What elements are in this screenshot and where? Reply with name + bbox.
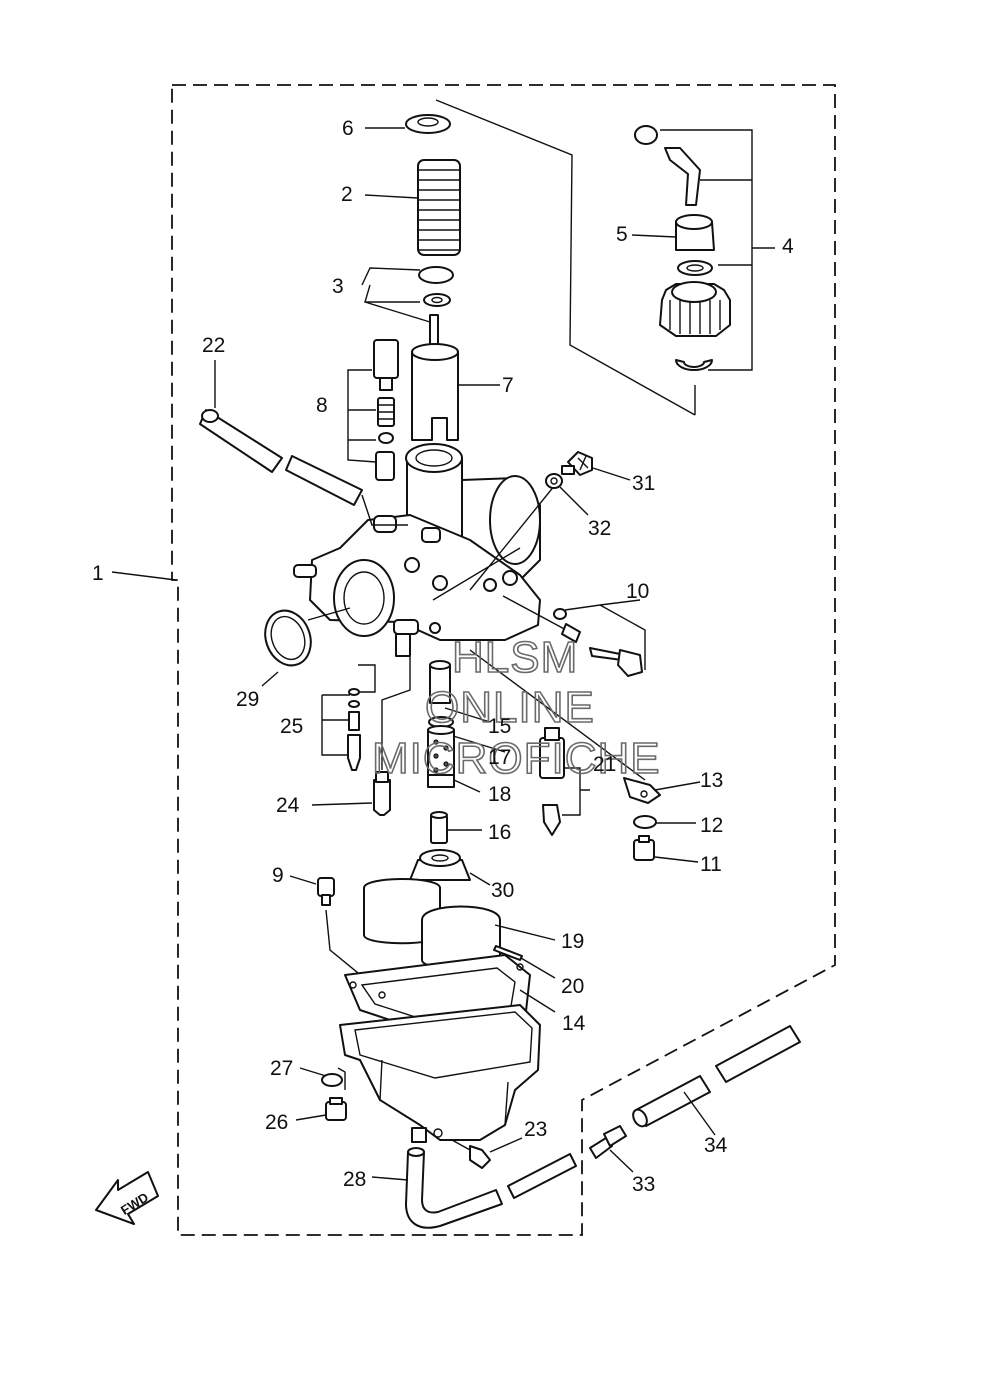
part-34-hose	[632, 1025, 801, 1128]
callout-3: 3	[332, 275, 344, 298]
callout-9: 9	[272, 864, 284, 887]
part-33-fitting	[589, 1125, 627, 1159]
part-20-float-pin	[493, 945, 523, 961]
part-24-pilot-air-jet	[373, 771, 391, 816]
part-2-spring	[417, 159, 461, 256]
callout-31: 31	[632, 472, 655, 495]
callout-25: 25	[280, 715, 303, 738]
part-18-main-nozzle	[427, 725, 455, 788]
float-chamber-bowl	[339, 1004, 541, 1143]
callout-12: 12	[700, 814, 723, 837]
callout-7: 7	[502, 374, 514, 397]
callout-30: 30	[491, 879, 514, 902]
callout-29: 29	[236, 688, 259, 711]
watermark-line-1: HLSM	[452, 633, 578, 682]
part-23-drain-screw	[451, 1139, 491, 1169]
part-28-drain-hose	[405, 1147, 577, 1229]
callout-24: 24	[276, 794, 300, 817]
callout-22: 22	[202, 334, 225, 357]
callout-18: 18	[488, 783, 511, 806]
callout-23: 23	[524, 1118, 547, 1141]
part-27-washer	[321, 1073, 343, 1087]
callout-16: 16	[488, 821, 511, 844]
callout-4: 4	[782, 235, 794, 258]
callout-11: 11	[700, 853, 722, 876]
carburetor-body	[293, 443, 541, 657]
part-21-needle-valve	[539, 727, 565, 836]
callout-6: 6	[342, 117, 354, 140]
callout-19: 19	[561, 930, 584, 953]
callout-34: 34	[704, 1134, 728, 1157]
fwd-arrow-icon: FWD	[95, 1171, 159, 1225]
part-7-throttle-valve	[411, 314, 459, 441]
callout-17: 17	[488, 746, 511, 769]
callout-5: 5	[616, 223, 628, 246]
callout-20: 20	[561, 975, 584, 998]
part-3-clip	[418, 266, 454, 307]
watermark-line-2: ONLINE	[425, 683, 595, 732]
part-10-pilot-screw	[553, 608, 643, 677]
part-15-needle-jet	[429, 660, 451, 704]
callout-8: 8	[316, 394, 328, 417]
callout-21: 21	[593, 753, 616, 776]
part-16-main-jet	[430, 811, 448, 844]
part-29-o-ring	[264, 609, 312, 667]
part-22-vent-hose	[199, 409, 363, 506]
callout-13: 13	[700, 769, 723, 792]
part-32-washer	[545, 473, 563, 489]
callout-32: 32	[588, 517, 611, 540]
part-12-washer	[633, 815, 657, 829]
part-4-mixing-chamber-top	[634, 125, 731, 371]
callout-10: 10	[626, 580, 649, 603]
watermark-line-3: MICROFICHE	[372, 734, 661, 783]
callout-2: 2	[341, 183, 353, 206]
part-6-washer	[405, 114, 451, 134]
part-13-plate	[623, 777, 661, 804]
callout-26: 26	[265, 1111, 288, 1134]
part-19-float	[363, 878, 501, 970]
callout-33: 33	[632, 1173, 655, 1196]
part-31-screw	[561, 451, 593, 476]
callout-27: 27	[270, 1057, 293, 1080]
callout-14: 14	[562, 1012, 586, 1035]
part-8-starter-plunger	[373, 339, 399, 481]
part-26-drain-screw	[325, 1097, 347, 1121]
part-25-pilot-jet	[347, 688, 361, 771]
part-11-screw	[633, 835, 655, 861]
callout-15: 15	[488, 715, 511, 738]
callout-1: 1	[92, 562, 104, 585]
callout-28: 28	[343, 1168, 366, 1191]
part-9-air-screw	[317, 877, 335, 906]
part-30-baffle	[409, 849, 471, 881]
callout-labels: 1 2 3 4 5 6 7 8 9 10 11 12 13 14 15 16 1…	[92, 117, 794, 1196]
watermark: HLSM ONLINE MICROFICHE	[371, 632, 661, 784]
